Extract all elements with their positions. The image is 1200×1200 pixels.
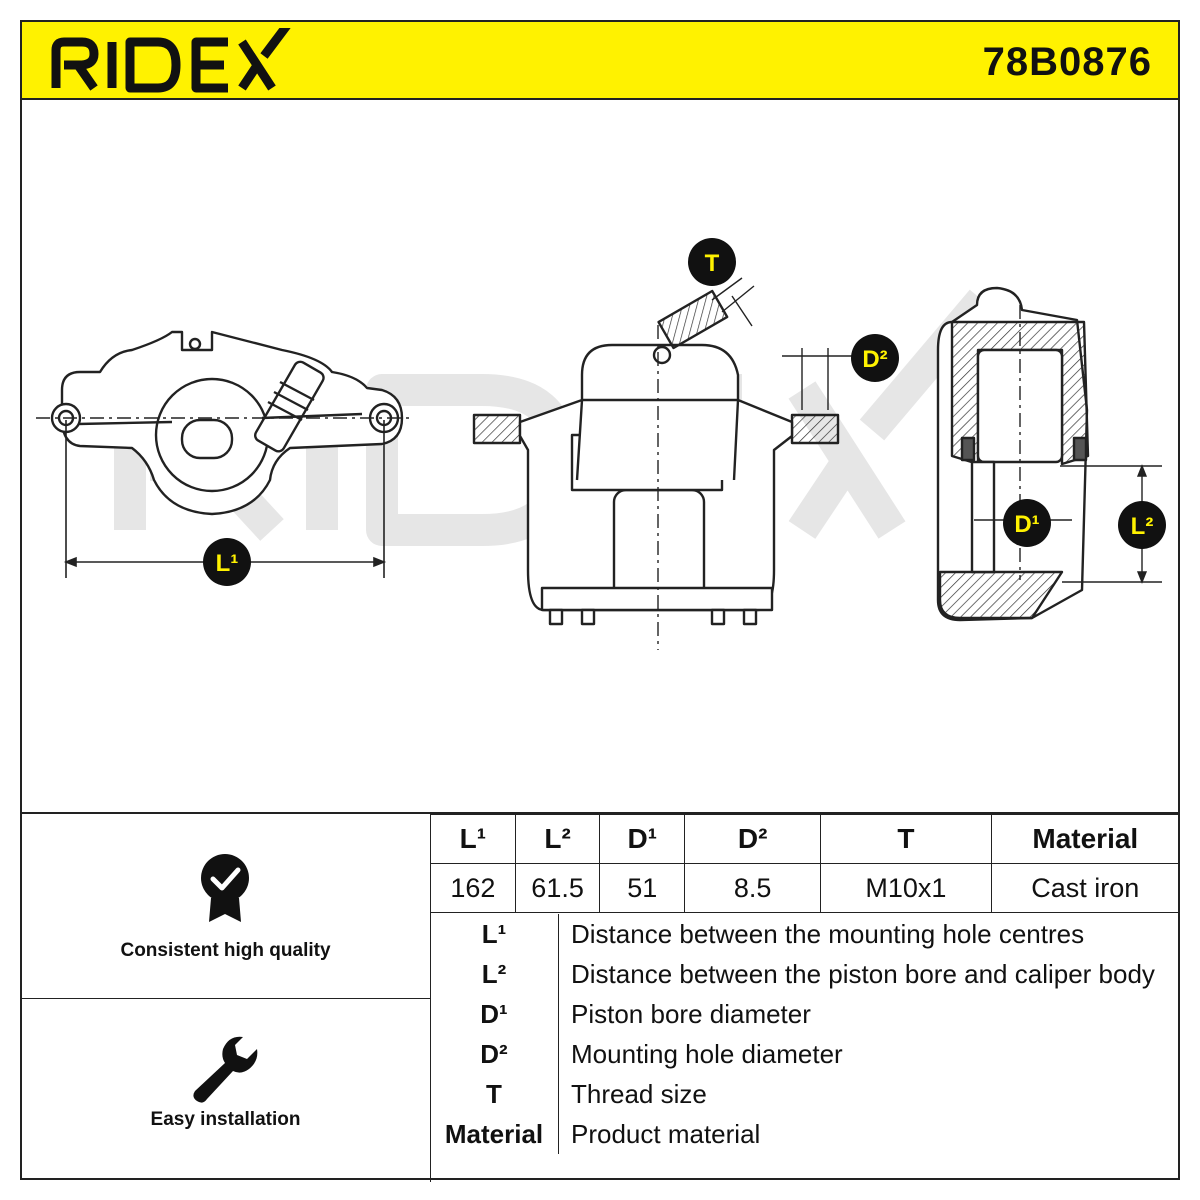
legend-symbol: D¹ bbox=[430, 994, 559, 1034]
feature-installation: Easy installation bbox=[20, 999, 431, 1182]
spec-header-material: Material bbox=[990, 814, 1181, 864]
feature-quality-label: Consistent high quality bbox=[120, 940, 331, 961]
caliper-front-view bbox=[50, 330, 404, 516]
legend-symbol: L² bbox=[430, 954, 559, 994]
spec-value-d2: 8.5 bbox=[684, 863, 822, 913]
callout-d2: D² bbox=[851, 334, 899, 382]
spec-table: L¹ L² D¹ D² T Material 162 61.5 51 8.5 M… bbox=[430, 814, 1181, 913]
info-section: Consistent high quality Easy installatio… bbox=[20, 812, 1181, 1182]
feature-installation-label: Easy installation bbox=[150, 1109, 301, 1130]
legend-description: Distance between the piston bore and cal… bbox=[571, 958, 1155, 989]
technical-drawing: L¹ T D² D¹ L² bbox=[36, 238, 1166, 650]
feature-quality: Consistent high quality bbox=[20, 814, 431, 999]
legend-symbol: D² bbox=[430, 1034, 559, 1074]
quality-badge-icon bbox=[201, 854, 249, 922]
legend-row: D¹ Piston bore diameter bbox=[430, 994, 1155, 1034]
legend-symbol: L¹ bbox=[430, 914, 559, 954]
header-bar: 78B0876 bbox=[20, 20, 1180, 100]
spec-value-material: Cast iron bbox=[990, 863, 1181, 913]
legend-row: Material Product material bbox=[430, 1114, 1155, 1154]
legend-row: L² Distance between the piston bore and … bbox=[430, 954, 1155, 994]
legend-row: D² Mounting hole diameter bbox=[430, 1034, 1155, 1074]
spec-header-t: T bbox=[820, 814, 992, 864]
spec-header-l1: L¹ bbox=[430, 814, 516, 864]
callout-l2: L² bbox=[1118, 501, 1166, 549]
legend-row: L¹ Distance between the mounting hole ce… bbox=[430, 914, 1155, 954]
spec-value-l2: 61.5 bbox=[514, 863, 601, 913]
legend-description: Thread size bbox=[571, 1078, 707, 1109]
legend-description: Piston bore diameter bbox=[571, 998, 811, 1029]
callout-d1: D¹ bbox=[1003, 499, 1051, 547]
svg-text:T: T bbox=[705, 250, 720, 277]
legend-description: Distance between the mounting hole centr… bbox=[571, 918, 1085, 949]
legend-description: Mounting hole diameter bbox=[571, 1038, 843, 1069]
legend-symbol: Material bbox=[430, 1114, 559, 1154]
spec-header-row: L¹ L² D¹ D² T Material bbox=[430, 814, 1181, 864]
svg-text:D¹: D¹ bbox=[1014, 511, 1039, 538]
caliper-section-view bbox=[936, 286, 1090, 622]
svg-text:D²: D² bbox=[862, 346, 887, 373]
legend-row: T Thread size bbox=[430, 1074, 1155, 1114]
callout-t: T bbox=[688, 238, 736, 286]
side-view-dimensions bbox=[657, 277, 852, 650]
spec-value-t: M10x1 bbox=[820, 863, 992, 913]
ridex-logo bbox=[51, 28, 291, 93]
part-number: 78B0876 bbox=[982, 40, 1152, 84]
spec-header-d1: D¹ bbox=[599, 814, 686, 864]
wrench-icon bbox=[193, 1036, 258, 1103]
legend-symbol: T bbox=[430, 1074, 559, 1114]
spec-header-l2: L² bbox=[514, 814, 601, 864]
caliper-side-view bbox=[472, 289, 840, 626]
spec-header-d2: D² bbox=[684, 814, 822, 864]
spec-value-d1: 51 bbox=[599, 863, 686, 913]
svg-text:L¹: L¹ bbox=[216, 550, 239, 577]
spec-value-row: 162 61.5 51 8.5 M10x1 Cast iron bbox=[430, 863, 1181, 913]
spec-value-l1: 162 bbox=[430, 863, 516, 913]
callout-l1: L¹ bbox=[203, 538, 251, 586]
legend-table: L¹ Distance between the mounting hole ce… bbox=[430, 914, 1155, 1154]
svg-text:L²: L² bbox=[1131, 513, 1154, 540]
legend-description: Product material bbox=[571, 1118, 761, 1149]
